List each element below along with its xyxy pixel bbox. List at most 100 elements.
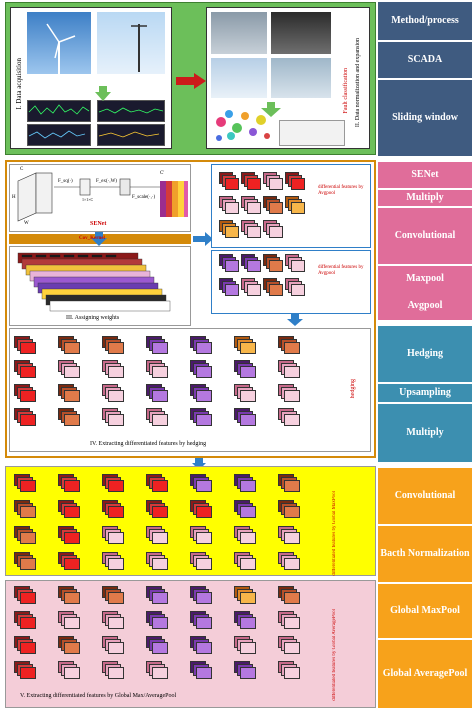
feature-map-layer (225, 226, 239, 238)
feature-map-layer (108, 342, 124, 354)
feature-map-layer (291, 202, 305, 214)
legend-maxpool: Maxpool (378, 266, 472, 292)
conv-kernel-label: Cov_Kernel (79, 236, 105, 241)
hedging-caption: IV. Extracting differentiated features b… (90, 441, 207, 447)
feature-map-layer (20, 592, 36, 604)
feature-map-layer (152, 667, 168, 679)
gearbox-photo (271, 58, 331, 98)
feature-map-layer (247, 260, 261, 272)
feature-map-layer (196, 592, 212, 604)
feature-map-layer (247, 226, 261, 238)
feature-map-layer (269, 202, 283, 214)
feature-map-layer (196, 506, 212, 518)
feature-map-layer (196, 342, 212, 354)
kernel-stack (17, 252, 171, 312)
data-normalization-box: Fault classification II. Data normalizat… (206, 7, 370, 149)
stage1-panel: I. Data acquisition Fault classificati (5, 2, 376, 155)
dim-11c-label: 1×1×C (82, 197, 94, 202)
feature-map-layer (196, 366, 212, 378)
down-arrow-icon (91, 232, 107, 246)
feature-map-layer (240, 414, 256, 426)
senet-box: C H W F_sq(·) F_ex(·,W) F_scale(·,·) 1×1… (9, 164, 191, 232)
feature-map-layer (196, 532, 212, 544)
excite-formula: F_ex(·,W) (96, 179, 117, 184)
turbine-hub-photo (211, 12, 267, 54)
legend-scada: SCADA (378, 42, 472, 78)
feature-map-layer (152, 592, 168, 604)
feature-map-layer (247, 284, 261, 296)
feature-map-layer (240, 532, 256, 544)
feature-map-layer (240, 342, 256, 354)
signal-traces (28, 104, 164, 139)
right-arrow-icon (176, 73, 206, 89)
data-acquisition-label: I. Data acquisition (15, 58, 23, 110)
feature-map-layer (240, 366, 256, 378)
feature-map-layer (284, 667, 300, 679)
feature-map-layer (284, 506, 300, 518)
legend-upsampling: Upsampling (378, 384, 472, 402)
feature-map-layer (284, 642, 300, 654)
down-arrow-icon (95, 86, 111, 101)
scada-signal-chart (97, 124, 165, 146)
feature-map-layer (240, 506, 256, 518)
feature-map-layer (225, 284, 239, 296)
feature-map-layer (108, 642, 124, 654)
feature-map-layer (284, 617, 300, 629)
feature-map-layer (240, 558, 256, 570)
data-normalization-label: II. Data normalization and expansion (355, 38, 361, 128)
feature-map-layer (64, 642, 80, 654)
feature-map-layer (64, 390, 80, 402)
assign-weights-label: III. Assigning weights (66, 315, 120, 321)
dim-h-label: H (12, 195, 16, 200)
feature-map-layer (108, 414, 124, 426)
fault-classification-label: Fault classification (343, 68, 349, 114)
feature-map-layer (64, 414, 80, 426)
scale-formula: F_scale(·,·) (132, 195, 156, 200)
feature-map-layer (64, 617, 80, 629)
feature-map-layer (152, 366, 168, 378)
feature-map-layer (247, 202, 261, 214)
feature-map-layer (64, 342, 80, 354)
feature-map-layer (20, 342, 36, 354)
feature-map-layer (284, 592, 300, 604)
feature-map-layer (196, 558, 212, 570)
feature-map-layer (196, 617, 212, 629)
feature-map-layer (284, 558, 300, 570)
feature-map-layer (20, 414, 36, 426)
feature-map-layer (20, 642, 36, 654)
feature-map-layer (20, 480, 36, 492)
legend-method-process: Method/process (378, 2, 472, 40)
data-acquisition-box: I. Data acquisition (10, 7, 172, 149)
right-arrow-icon (193, 232, 213, 246)
down-arrow-icon (261, 102, 281, 117)
feature-map-layer (240, 480, 256, 492)
legend-multiply-2: Multiply (378, 404, 472, 462)
feature-map-layer (20, 506, 36, 518)
feature-map-layer (108, 617, 124, 629)
feature-map-layer (152, 342, 168, 354)
feature-map-layer (284, 390, 300, 402)
legend-avgpool: Avgpool (378, 292, 472, 320)
feature-map-layer (64, 506, 80, 518)
feature-map-layer (291, 260, 305, 272)
tsne-scatter (216, 110, 270, 141)
scada-signal-chart (97, 100, 165, 122)
senet-label: SENet (90, 221, 107, 227)
feature-map-layer (20, 390, 36, 402)
feature-map-layer (108, 506, 124, 518)
feature-map-layer (108, 366, 124, 378)
feature-map-layer (20, 667, 36, 679)
nacelle-photo (211, 58, 267, 98)
legend-senet: SENet (378, 162, 472, 188)
down-arrow-icon (287, 314, 303, 326)
feature-map-layer (152, 642, 168, 654)
generator-photo (271, 12, 331, 54)
feature-map-layer (291, 284, 305, 296)
feature-map-layer (152, 390, 168, 402)
feature-map-layer (152, 532, 168, 544)
feature-map-layer (196, 480, 212, 492)
feature-map-layer (225, 260, 239, 272)
feature-map-layer (196, 390, 212, 402)
feature-map-layer (269, 178, 283, 190)
global-avgpool-label: differentiated features by Global Averag… (332, 609, 337, 701)
